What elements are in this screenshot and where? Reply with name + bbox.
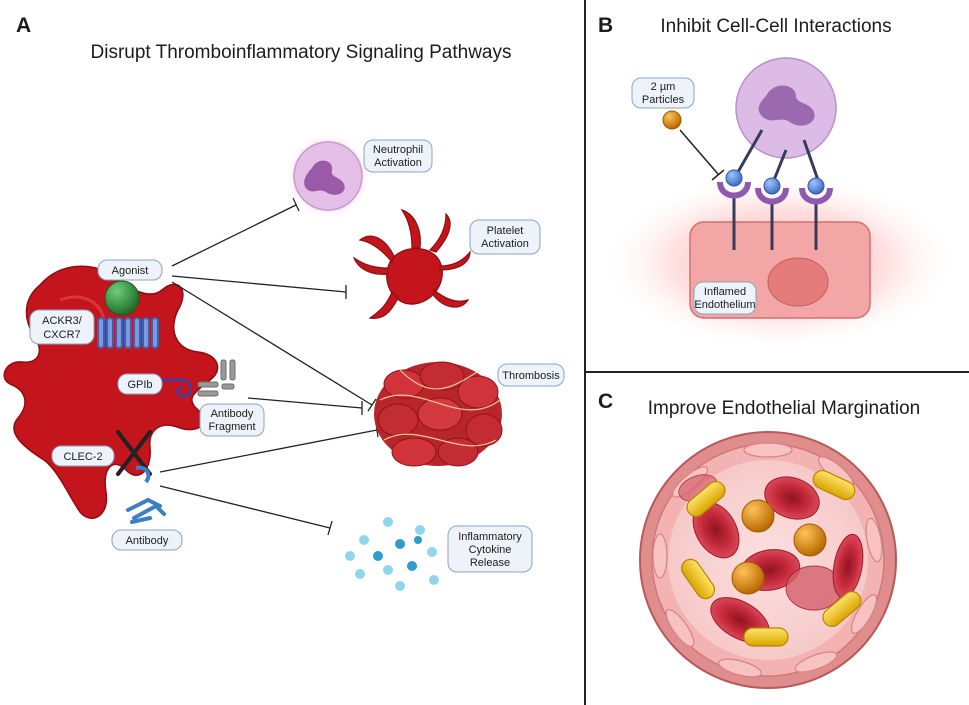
svg-text:Activation: Activation bbox=[481, 238, 529, 250]
marginating-particles-capsules bbox=[680, 469, 862, 647]
panel-b: B Inhibit Cell-Cell Interactions bbox=[598, 14, 960, 352]
label-particles: 2 µm Particles bbox=[631, 77, 695, 109]
antibody-icon bbox=[126, 498, 166, 524]
gpib-receptor bbox=[160, 378, 192, 398]
label-inflammatory-cytokine-release: Inflammatory Cytokine Release bbox=[447, 525, 533, 573]
panel-b-letter: B bbox=[598, 14, 613, 37]
neutrophil-cell-b bbox=[735, 57, 837, 159]
panel-a-title: Disrupt Thromboinflammatory Signaling Pa… bbox=[91, 42, 512, 63]
label-agonist: Agonist bbox=[97, 259, 163, 281]
adhesion-tethers bbox=[732, 129, 820, 250]
svg-text:Endothelium: Endothelium bbox=[694, 299, 755, 311]
label-neutrophil-activation: Neutrophil Activation bbox=[363, 139, 433, 173]
panel-c-letter: C bbox=[598, 390, 613, 413]
svg-text:Release: Release bbox=[470, 557, 510, 569]
cytokine-dots bbox=[345, 517, 439, 591]
svg-text:ACKR3/: ACKR3/ bbox=[42, 315, 83, 327]
label-clec2: CLEC-2 bbox=[51, 445, 115, 467]
svg-text:Fragment: Fragment bbox=[208, 421, 255, 433]
agonist-sphere bbox=[104, 280, 140, 316]
svg-text:Thrombosis: Thrombosis bbox=[502, 370, 560, 382]
svg-text:Inflammatory: Inflammatory bbox=[458, 531, 522, 543]
svg-text:Inflamed: Inflamed bbox=[704, 286, 746, 298]
antibody-fragment-icon bbox=[197, 359, 236, 397]
label-thrombosis: Thrombosis bbox=[497, 363, 565, 387]
particle-inhibition-line bbox=[679, 129, 719, 175]
ackr3-receptor bbox=[97, 317, 159, 349]
label-antibody-fragment: Antibody Fragment bbox=[199, 403, 265, 437]
thrombus-clot bbox=[374, 361, 503, 467]
svg-text:Platelet: Platelet bbox=[487, 225, 524, 237]
svg-text:GPIb: GPIb bbox=[127, 379, 152, 391]
svg-text:Neutrophil: Neutrophil bbox=[373, 144, 423, 156]
svg-text:Agonist: Agonist bbox=[112, 265, 149, 277]
svg-text:Antibody: Antibody bbox=[211, 408, 254, 420]
adhesion-receptors bbox=[717, 169, 833, 205]
activated-platelet-small bbox=[352, 208, 471, 319]
marginating-particles-spheres bbox=[731, 499, 827, 595]
svg-text:CXCR7: CXCR7 bbox=[43, 329, 80, 341]
label-antibody: Antibody bbox=[111, 529, 183, 551]
label-gpib: GPIb bbox=[117, 373, 163, 395]
svg-text:CLEC-2: CLEC-2 bbox=[63, 451, 102, 463]
svg-text:Particles: Particles bbox=[642, 94, 685, 106]
svg-text:Antibody: Antibody bbox=[126, 535, 169, 547]
svg-text:Activation: Activation bbox=[374, 157, 422, 169]
svg-text:2 µm: 2 µm bbox=[651, 81, 676, 93]
endothelial-nucleus bbox=[767, 257, 829, 307]
neutrophil-cell bbox=[284, 132, 372, 220]
svg-text:Cytokine: Cytokine bbox=[469, 544, 512, 556]
particle-2um bbox=[662, 110, 682, 130]
label-platelet-activation: Platelet Activation bbox=[469, 219, 541, 255]
panel-b-title: Inhibit Cell-Cell Interactions bbox=[660, 16, 891, 37]
panel-a-letter: A bbox=[16, 14, 31, 37]
inhibition-lines bbox=[159, 197, 379, 536]
panel-c: C Improve Endothelial Margination bbox=[598, 390, 921, 689]
panel-c-title: Improve Endothelial Margination bbox=[648, 398, 921, 419]
label-inflamed-endothelium: Inflamed Endothelium bbox=[693, 281, 757, 315]
panel-a: A Disrupt Thromboinflammatory Signaling … bbox=[3, 14, 565, 591]
label-ackr3-cxcr7: ACKR3/ CXCR7 bbox=[29, 309, 95, 345]
